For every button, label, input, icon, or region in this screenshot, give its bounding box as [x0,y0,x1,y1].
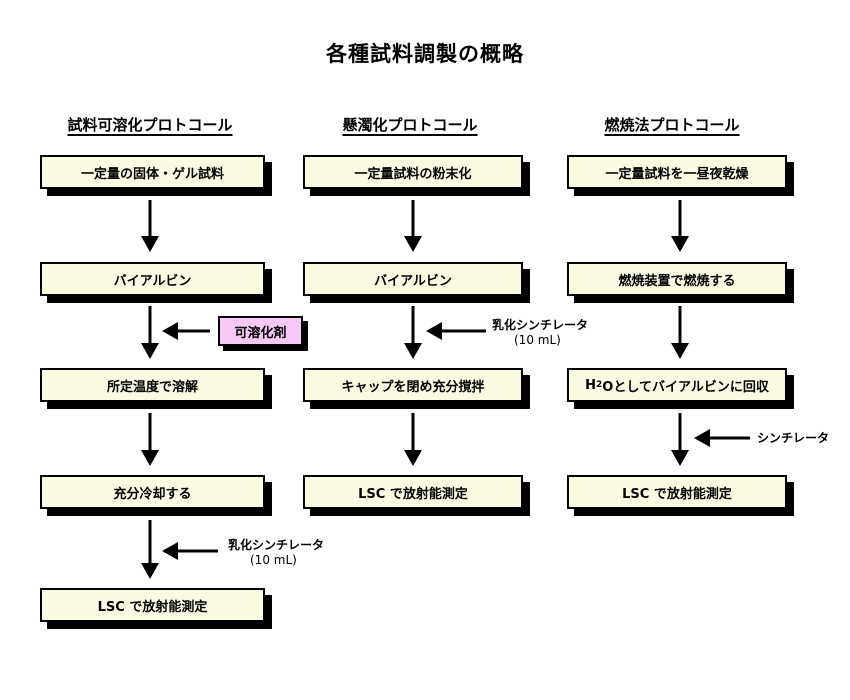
step-box: LSC で放射能測定 [567,475,787,509]
note-scintillator: 乳化シンチレータ (10 mL) [228,538,324,568]
heading-solubilization: 試料可溶化プロトコール [67,116,233,134]
left-arrow-icon [162,542,218,560]
left-arrow-icon [426,322,486,340]
note-line1: 乳化シンチレータ [228,538,325,552]
subscript-2: 2 [596,380,603,390]
note-line1: 乳化シンチレータ [492,318,589,332]
h2o-text: Oとしてバイアルビンに回収 [602,379,769,395]
down-arrow-icon [404,306,422,359]
left-arrow-icon [162,322,210,340]
step-box: 燃焼装置で燃焼する [567,262,787,296]
step-box: 一定量試料を一昼夜乾燥 [567,155,787,189]
down-arrow-icon [141,306,159,359]
step-box: 充分冷却する [40,475,265,509]
step-box: LSC で放射能測定 [303,475,523,509]
down-arrow-icon [141,200,159,252]
step-box: バイアルビン [40,262,265,296]
step-box: キャップを閉め充分撹拌 [303,368,523,402]
down-arrow-icon [671,413,689,466]
step-box: 一定量の固体・ゲル試料 [40,155,265,189]
note-line2: (10 mL) [250,553,297,567]
page-title: 各種試料調製の概略 [326,42,524,66]
down-arrow-icon [671,200,689,252]
down-arrow-icon [671,306,689,359]
down-arrow-icon [404,413,422,466]
note-line2: (10 mL) [514,333,561,347]
step-box: 所定温度で溶解 [40,368,265,402]
reagent-box: 可溶化剤 [218,316,303,346]
h-symbol: H [585,377,597,393]
down-arrow-icon [141,520,159,579]
left-arrow-icon [694,429,750,447]
heading-suspension: 懸濁化プロトコール [342,116,478,134]
step-box: 一定量試料の粉末化 [303,155,523,189]
note-scintillator: 乳化シンチレータ (10 mL) [492,318,588,348]
step-box: LSC で放射能測定 [40,588,265,622]
note-scintillator-combustion: シンチレータ [757,431,830,445]
heading-combustion: 燃焼法プロトコール [604,116,740,134]
down-arrow-icon [141,413,159,466]
step-box: バイアルビン [303,262,523,296]
down-arrow-icon [404,200,422,252]
